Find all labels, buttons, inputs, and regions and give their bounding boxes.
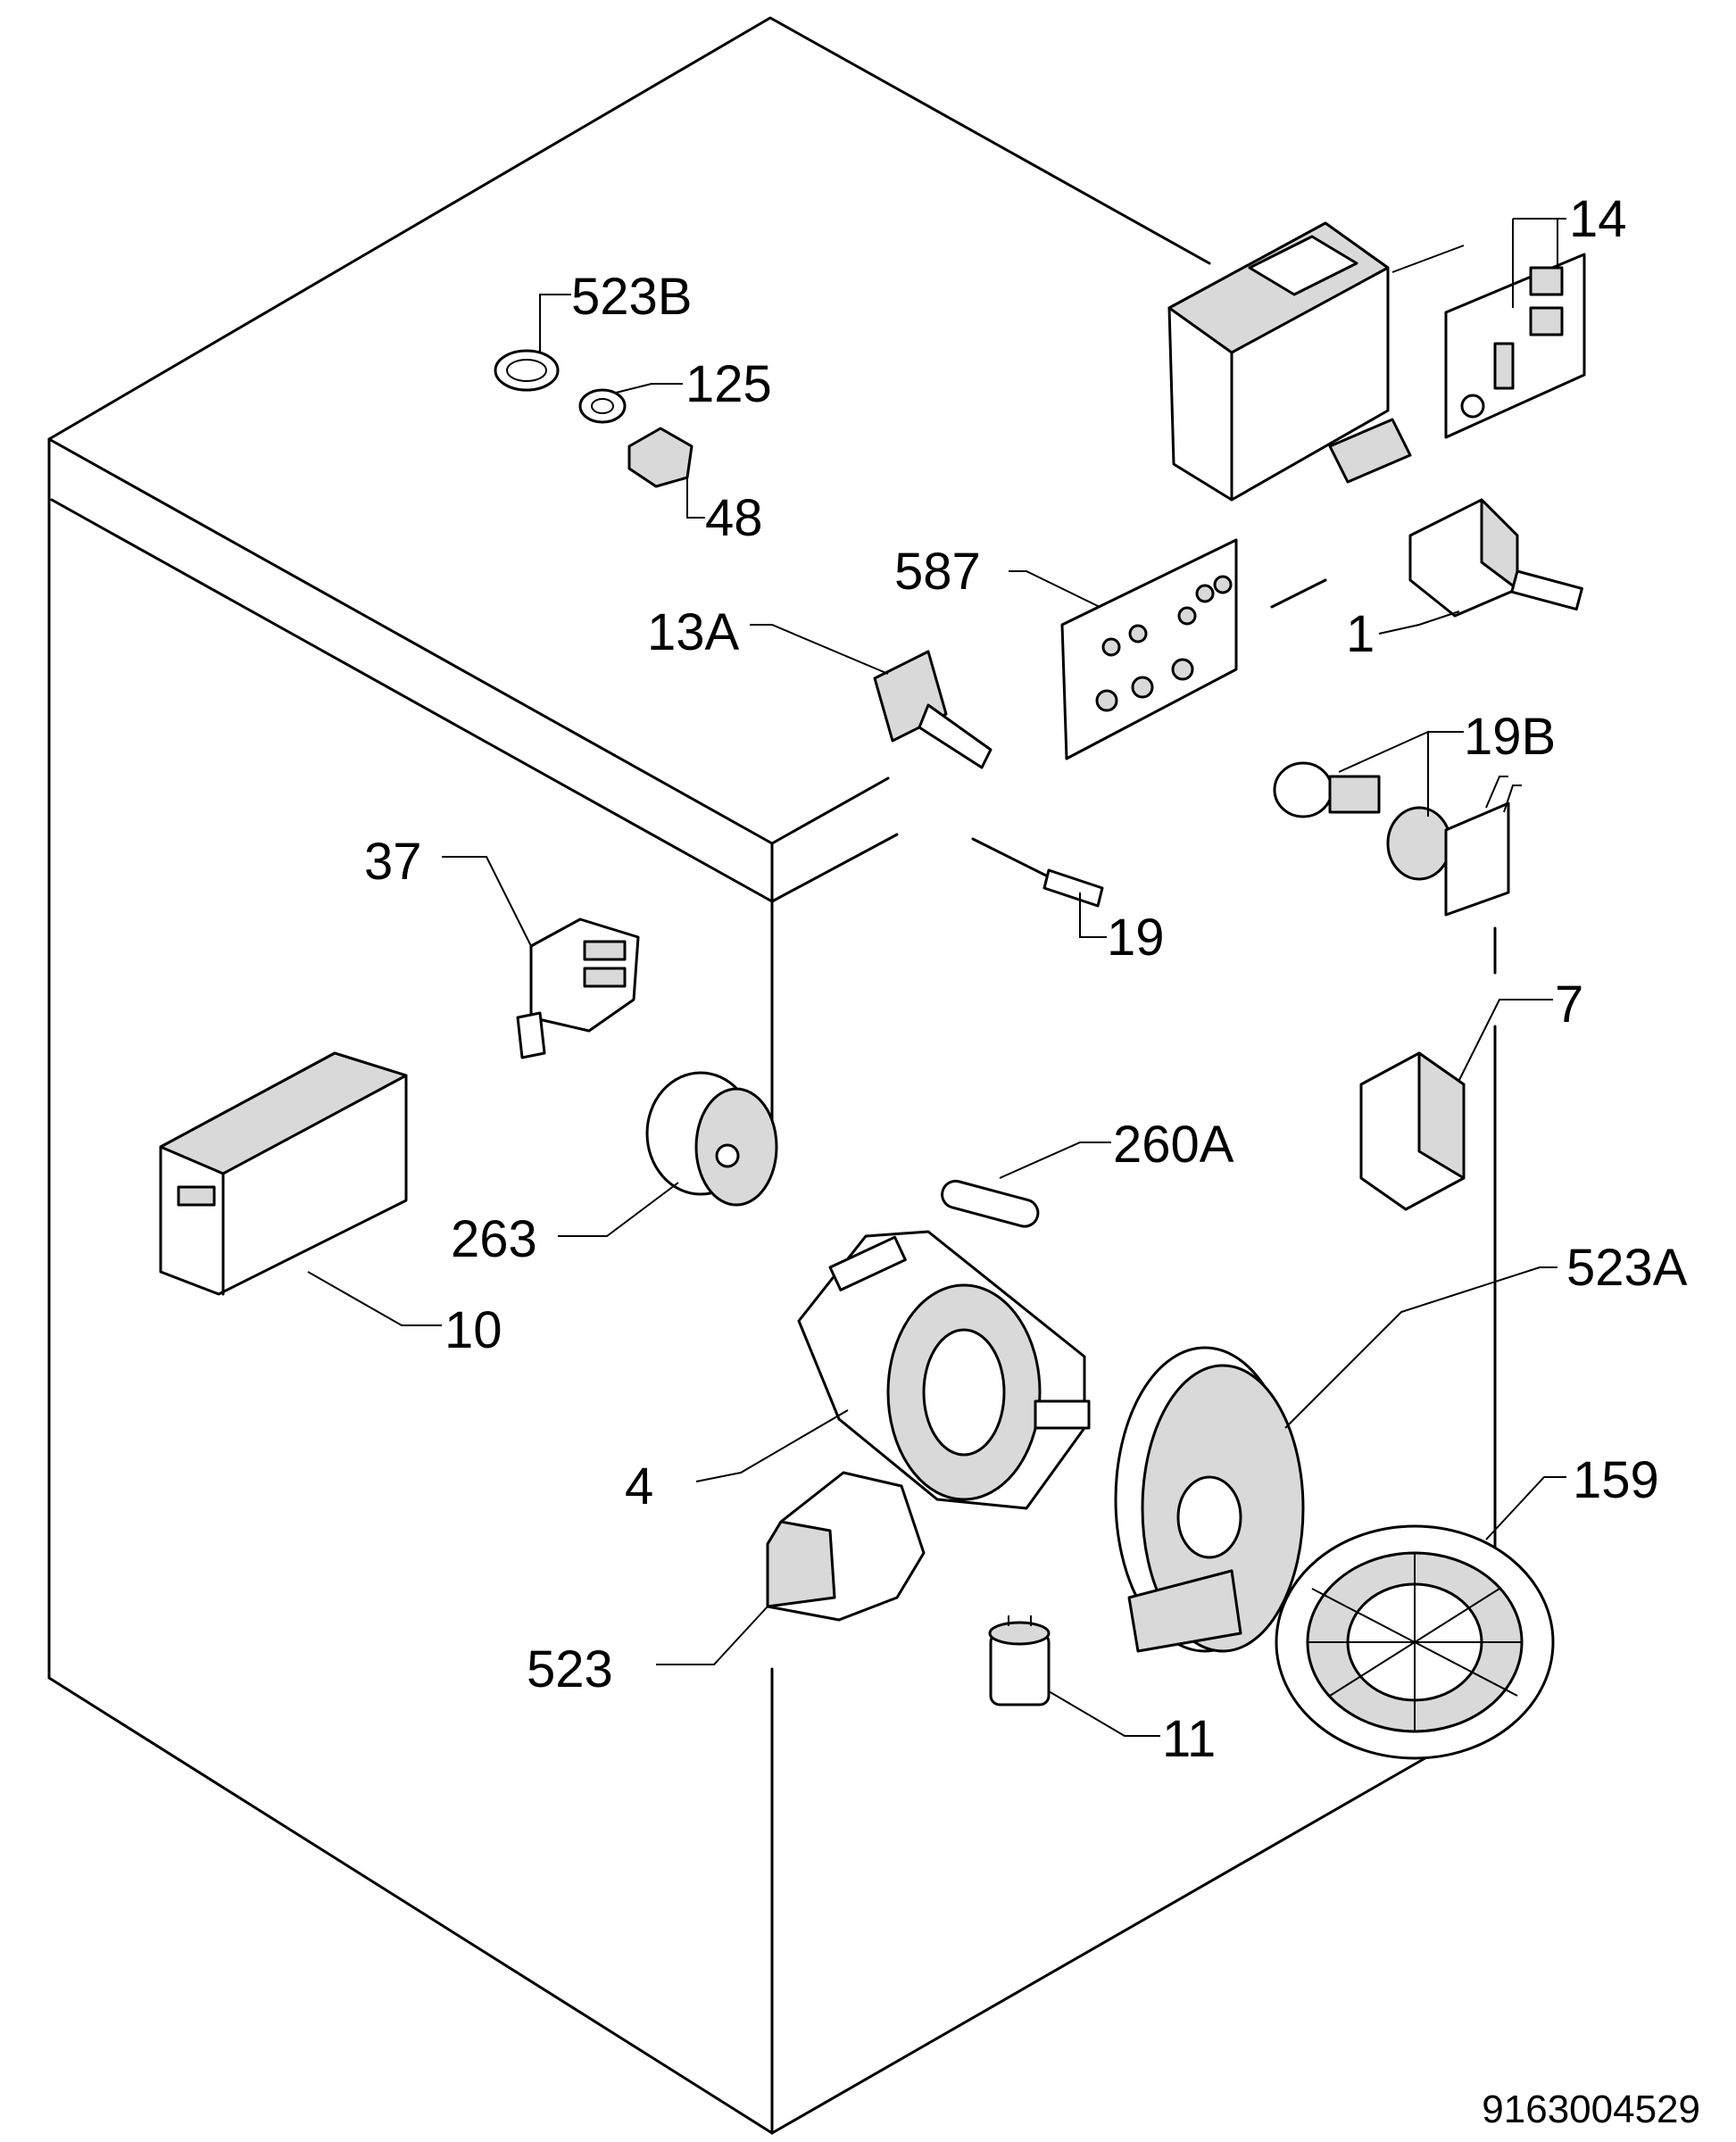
cabinet-outline xyxy=(47,16,1497,2135)
part-260a-spring xyxy=(941,1179,1040,1228)
part-7-door-interlock xyxy=(1359,1051,1466,1211)
part-523a-fan-cover xyxy=(1114,1346,1305,1653)
part-159-fan-impeller xyxy=(1275,1524,1555,1760)
part-19-sensor xyxy=(971,837,1104,908)
part-125-bushing xyxy=(578,388,627,424)
part-11-capacitor xyxy=(988,1615,1051,1706)
label-523: 523 xyxy=(527,1640,613,1698)
label-159: 159 xyxy=(1573,1451,1659,1509)
label-14: 14 xyxy=(1569,190,1627,248)
label-19: 19 xyxy=(1107,909,1165,967)
label-125: 125 xyxy=(685,355,772,413)
part-48-knob xyxy=(627,427,694,488)
label-10: 10 xyxy=(444,1301,503,1359)
label-263: 263 xyxy=(451,1210,537,1268)
part-523-bracket xyxy=(766,1471,926,1622)
label-1: 1 xyxy=(1346,605,1375,663)
label-48: 48 xyxy=(705,489,763,547)
part-4-motor xyxy=(797,1230,1091,1510)
part-37-connector xyxy=(516,917,640,1059)
part-19b-lamp-holder xyxy=(1386,776,1522,917)
label-13a: 13A xyxy=(647,603,740,661)
part-1-selector-switch xyxy=(1408,498,1583,618)
part-587-display-board xyxy=(1060,538,1238,760)
part-263-pulley xyxy=(645,1071,778,1207)
part-10-heater-box xyxy=(159,1051,408,1296)
part-13a-switch xyxy=(873,650,993,769)
part-14-control-housing xyxy=(1167,221,1586,502)
label-260a: 260A xyxy=(1113,1116,1234,1174)
label-37: 37 xyxy=(364,833,422,891)
label-19b: 19B xyxy=(1464,708,1556,766)
part-19b-lamp xyxy=(1273,761,1381,818)
label-7: 7 xyxy=(1555,976,1583,1034)
document-number: 9163004529 xyxy=(1482,2088,1700,2131)
label-4: 4 xyxy=(625,1457,653,1515)
label-587: 587 xyxy=(894,543,981,601)
label-523a: 523A xyxy=(1566,1239,1688,1297)
part-523b-ring xyxy=(494,349,560,392)
label-11: 11 xyxy=(1162,1710,1216,1768)
label-523b: 523B xyxy=(571,268,692,326)
